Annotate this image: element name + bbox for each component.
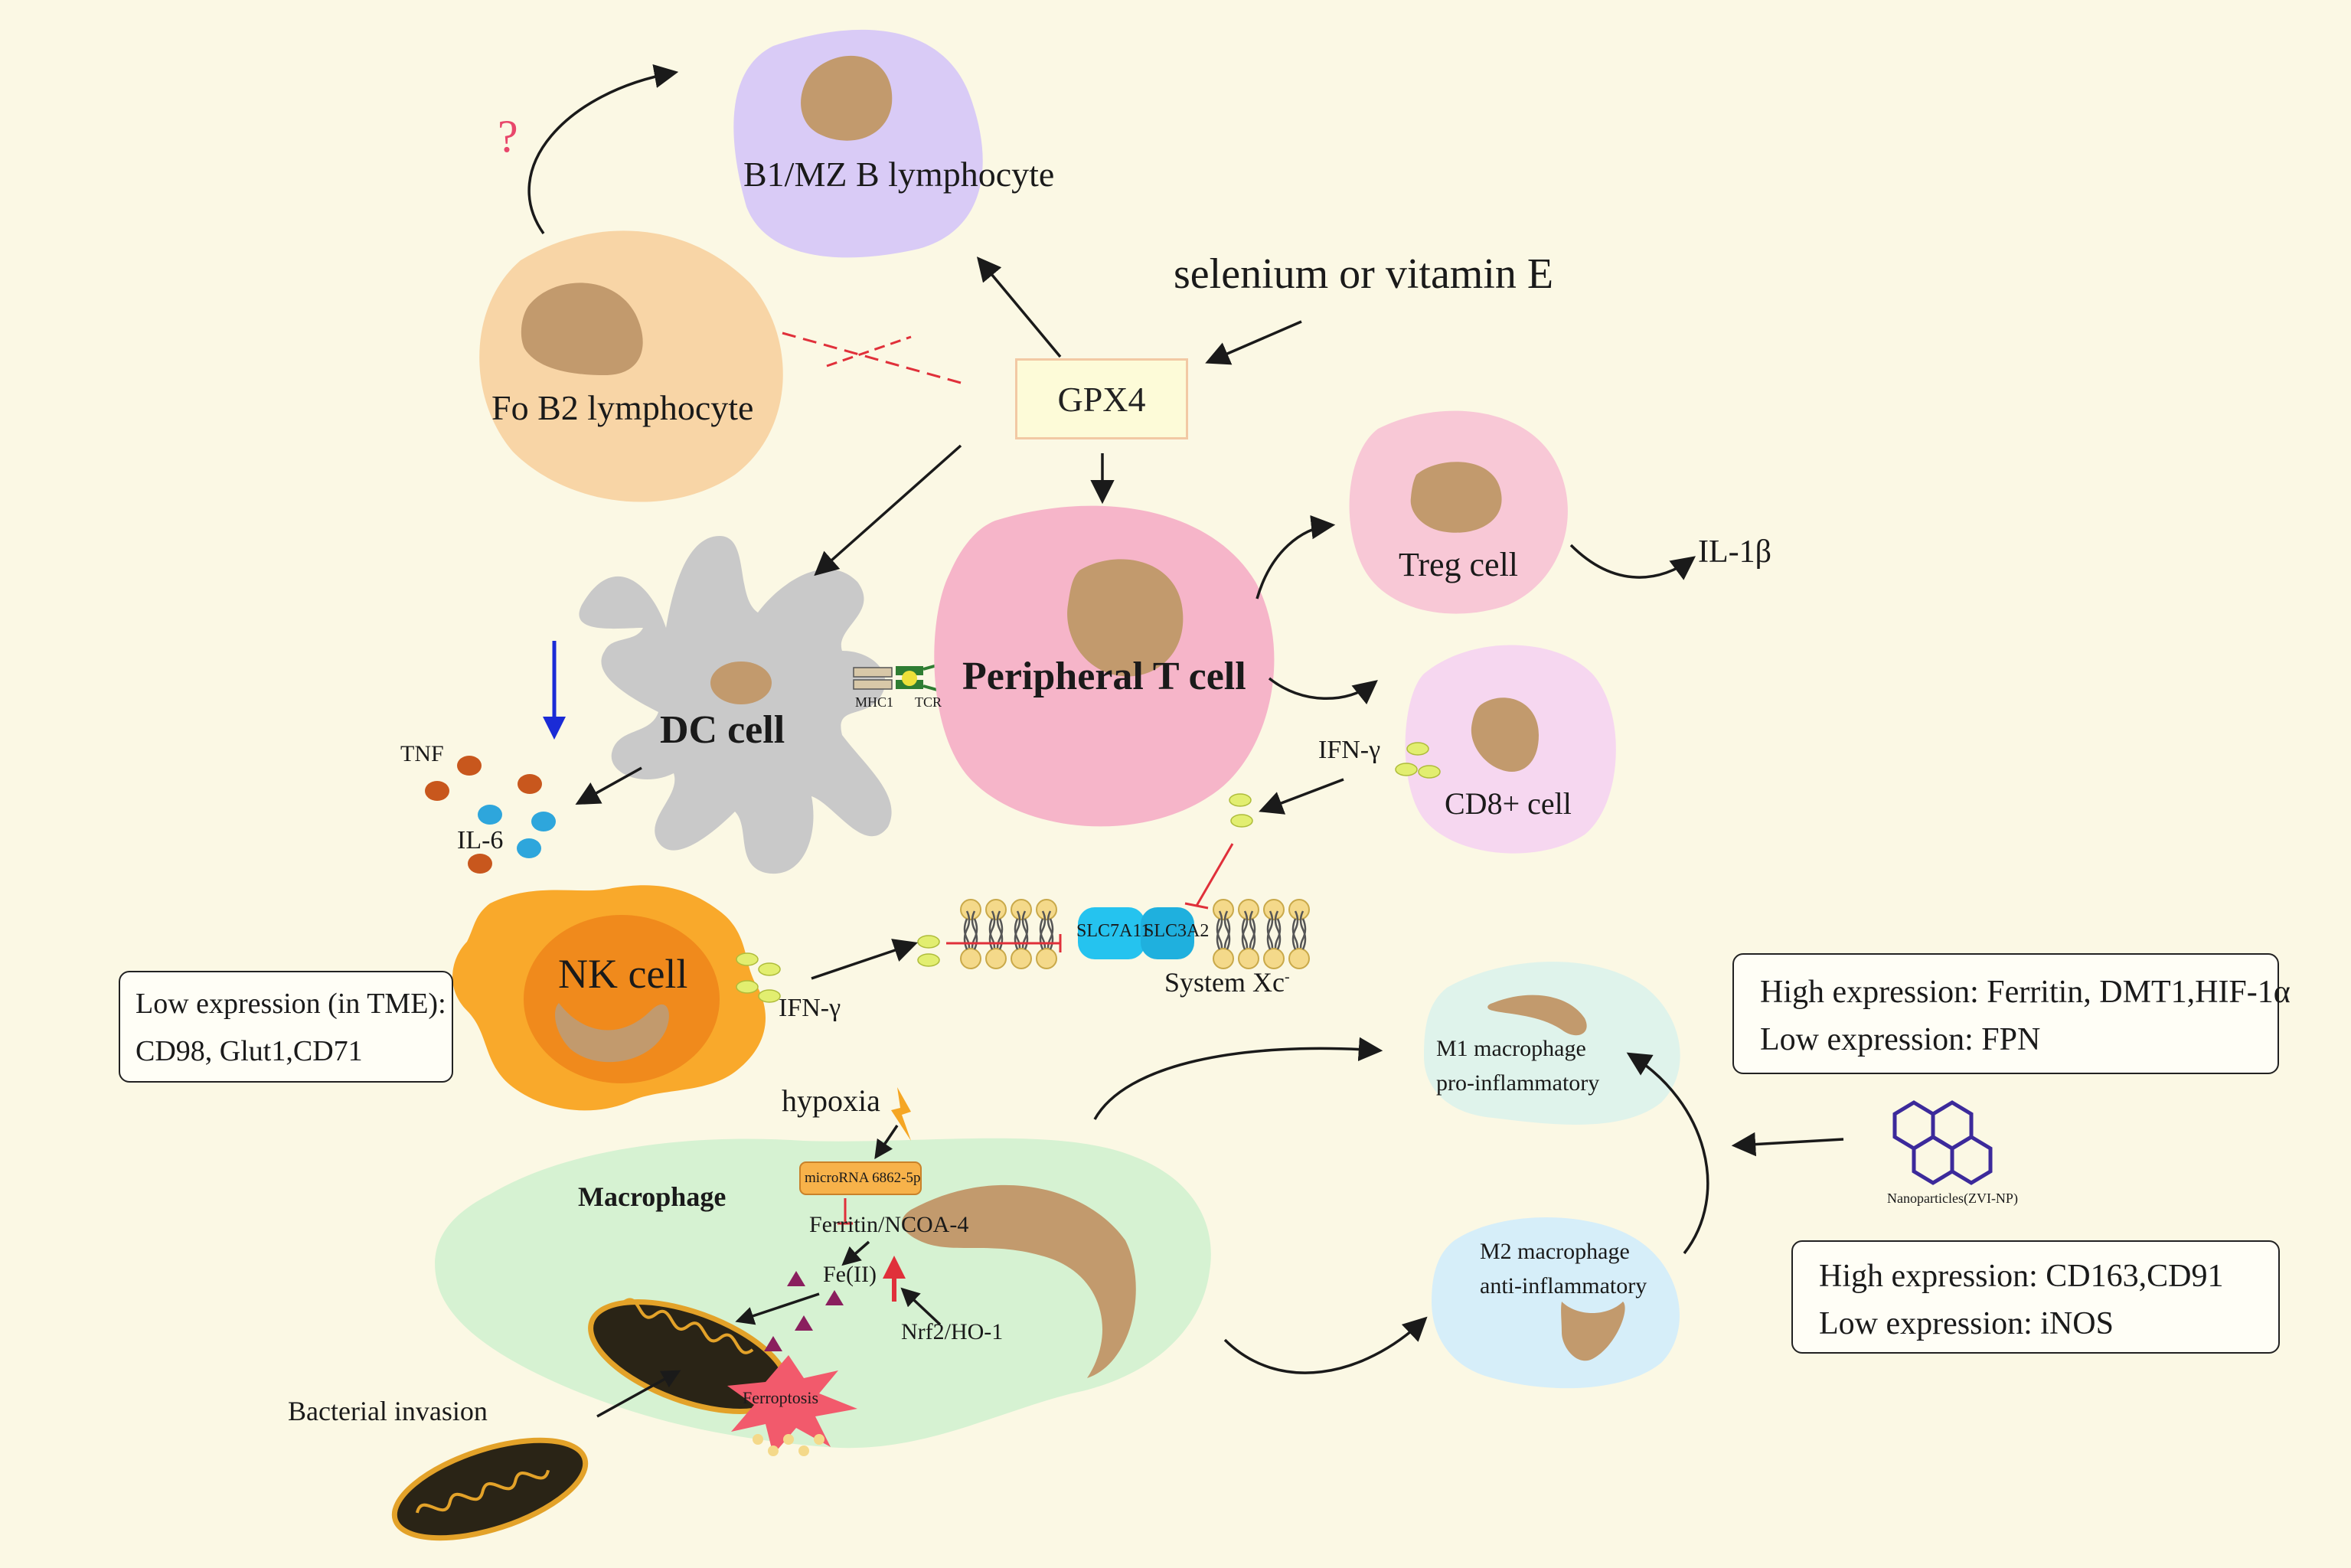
fe-label: Fe(II): [823, 1262, 877, 1287]
m1-expression-line2: Low expression: FPN: [1760, 1022, 2041, 1057]
ferroptosis-debris: [753, 1434, 824, 1456]
dc-cell: [579, 536, 892, 874]
m2-nucleus: [1561, 1302, 1625, 1361]
fe-triangles: [764, 1271, 844, 1351]
mitochondrion-bacterium: [391, 1437, 589, 1541]
arrow-nano-to-macrophage: [1731, 1132, 1844, 1157]
arrow-macrophage-to-m2: [1223, 1316, 1428, 1374]
nanoparticle-hexagons-icon: [1892, 1100, 1993, 1185]
il6-dots: [478, 805, 556, 858]
inhibition-marks: [782, 332, 1234, 1225]
mitochondrion-internal: [588, 1298, 790, 1414]
hypoxia-bolt-icon: [891, 1087, 911, 1141]
microrna-label: microRNA 6862-5p: [805, 1170, 921, 1186]
macrophage-nucleus: [902, 1184, 1136, 1378]
nk-cell-label: NK cell: [558, 951, 688, 997]
ifn-dots: [736, 742, 1441, 1003]
slc7a11-transporter: [1078, 907, 1145, 959]
m2-expression-line2: Low expression: iNOS: [1819, 1306, 2114, 1341]
arrows: [527, 64, 1844, 1418]
m2-cell: [1432, 1217, 1680, 1389]
tcr-label: TCR: [915, 694, 942, 710]
slc3a2-label: SLC3A2: [1144, 921, 1210, 941]
mhc1-label: MHC1: [855, 694, 894, 710]
b1-nucleus: [801, 55, 893, 141]
arrow-nk-to-membrane: [811, 939, 918, 980]
arrow-gpx4-to-b1: [976, 256, 1062, 358]
nanoparticles-label: Nanoparticles(ZVI-NP): [1887, 1191, 2018, 1206]
arrow-hypoxia-to-microrna: [874, 1125, 899, 1160]
treg-nucleus: [1410, 462, 1502, 533]
selenium-label: selenium or vitamin E: [1174, 250, 1554, 298]
arrow-fe-to-mito: [735, 1292, 820, 1325]
m1-expression-box: High expression: Ferritin, DMT1,HIF-1α L…: [1732, 953, 2291, 1074]
arrow-m2-to-m1: [1626, 1052, 1709, 1255]
il6-label: IL-6: [457, 826, 504, 854]
m2-label-line2: anti-inflammatory: [1480, 1273, 1647, 1298]
ifn-cd8-label: IFN-γ: [1318, 736, 1381, 764]
inhibit-fo-gpx4-2: [826, 335, 912, 368]
peripheral-t-cell-label: Peripheral T cell: [962, 655, 1246, 698]
dc-cell-label: DC cell: [660, 708, 785, 752]
arrow-bacteria-to-mito: [596, 1370, 681, 1418]
ferritin-ncoa4-label: Ferritin/NCOA-4: [809, 1212, 969, 1237]
m1-label-line1: M1 macrophage: [1436, 1036, 1586, 1061]
hypoxia-label: hypoxia: [782, 1083, 880, 1118]
m1-cell: [1424, 962, 1680, 1125]
ifn-nk-label: IFN-γ: [779, 994, 841, 1022]
peripheral-t-nucleus: [1067, 559, 1184, 677]
arrow-fo-to-b1: [527, 64, 679, 235]
cd8-cell-label: CD8+ cell: [1445, 786, 1572, 821]
inhibit-ifn-slc3a2: [1195, 843, 1234, 906]
slc7a11-label: SLC7A11: [1076, 921, 1151, 941]
nk-nucleus: [555, 1003, 669, 1063]
b1-cell-label: B1/MZ B lymphocyte: [743, 155, 1055, 194]
m1-nucleus: [1487, 995, 1587, 1036]
system-xc-label: System Xc-: [1164, 967, 1290, 998]
il1b-label: IL-1β: [1698, 534, 1771, 570]
gpx4-label: GPX4: [1057, 379, 1146, 419]
arrow-nrf2-to-fe: [900, 1287, 942, 1326]
tnf-label: TNF: [400, 741, 444, 766]
dc-nucleus: [710, 662, 772, 704]
m2-expression-line1: High expression: CD163,CD91: [1819, 1259, 2224, 1294]
cd8-nucleus: [1471, 697, 1539, 772]
arrow-macrophage-to-m1: [1093, 1037, 1383, 1120]
arrow-ifn-to-membrane: [1259, 778, 1344, 815]
microrna-box: [799, 1161, 922, 1195]
m1-expression-line1: High expression: Ferritin, DMT1,HIF-1α: [1760, 975, 2291, 1010]
gpx4-box: GPX4: [1015, 358, 1188, 439]
ferroptosis-burst: [727, 1355, 857, 1455]
ferroptosis-label: Ferroptosis: [743, 1388, 818, 1407]
nk-expression-line2: CD98, Glut1,CD71: [136, 1035, 363, 1067]
arrow-gpx4-to-dc: [814, 444, 962, 577]
bacterial-invasion-label: Bacterial invasion: [288, 1396, 488, 1426]
treg-cell-label: Treg cell: [1399, 546, 1519, 583]
macrophage-label: Macrophage: [578, 1181, 727, 1212]
b1-cell: [733, 29, 983, 258]
tnf-dots: [425, 756, 542, 874]
nk-expression-box: Low expression (in TME): CD98, Glut1,CD7…: [119, 971, 453, 1083]
m2-expression-box: High expression: CD163,CD91 Low expressi…: [1791, 1240, 2280, 1354]
inhibit-fo-gpx4-1: [782, 332, 962, 384]
arrow-treg-to-il1b: [1569, 544, 1696, 580]
nrf2-label: Nrf2/HO-1: [901, 1319, 1004, 1344]
question-mark-label: ?: [498, 111, 518, 162]
nk-expression-line1: Low expression (in TME):: [136, 988, 446, 1020]
fo-b2-cell-label: Fo B2 lymphocyte: [491, 388, 754, 427]
arrow-dc-to-cytokines: [575, 766, 642, 805]
arrow-t-to-cd8: [1268, 677, 1378, 705]
m2-label-line1: M2 macrophage: [1480, 1239, 1630, 1264]
fo-b2-nucleus: [521, 283, 643, 375]
slc3a2-transporter: [1141, 907, 1194, 959]
m1-label-line2: pro-inflammatory: [1436, 1070, 1600, 1096]
arrow-selenium-to-gpx4: [1205, 320, 1302, 365]
arrow-t-to-treg: [1255, 514, 1336, 599]
arrow-ferritin-to-fe: [841, 1240, 870, 1266]
